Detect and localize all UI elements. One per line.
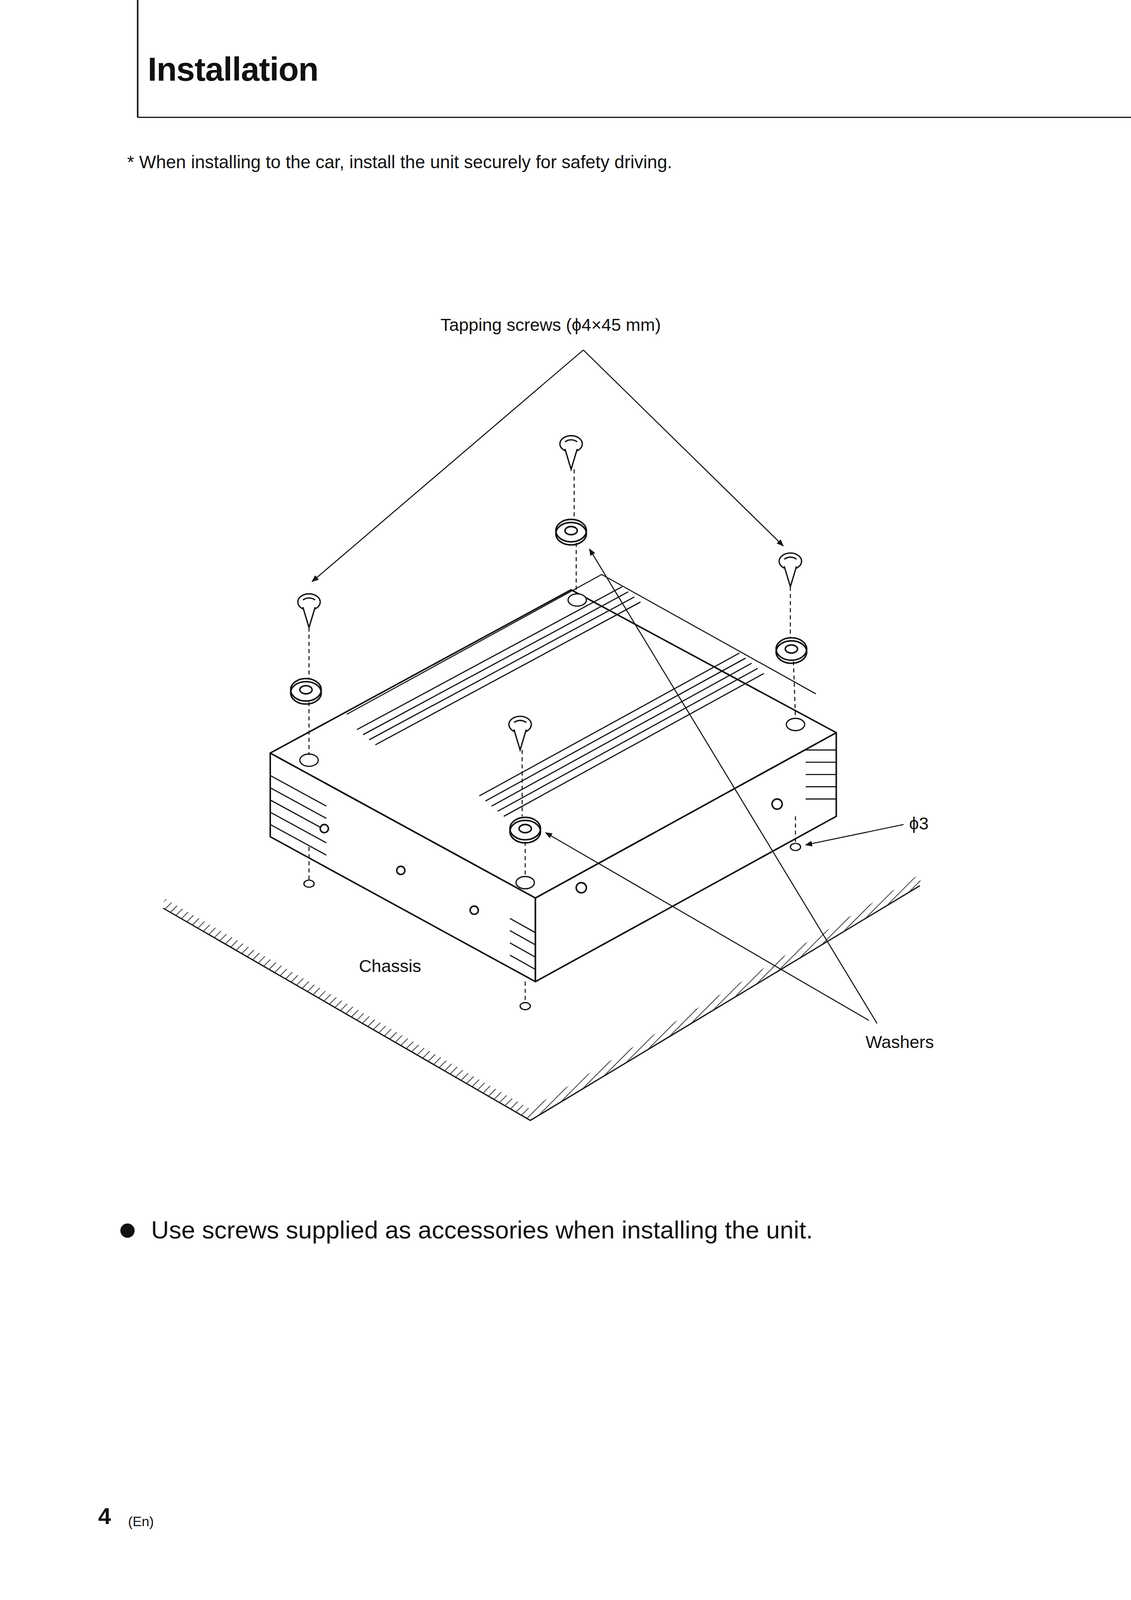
page-title: Installation	[147, 50, 319, 89]
language-code: (En)	[128, 1513, 154, 1530]
safety-note: * When installing to the car, install th…	[127, 151, 673, 173]
washer-label: Washers	[865, 1031, 934, 1053]
bullet-note: Use screws supplied as accessories when …	[151, 1215, 814, 1245]
hole-diameter: ϕ3	[909, 813, 929, 834]
screw-label: Tapping screws (ϕ4×45 mm)	[440, 314, 661, 336]
chassis-label: Chassis	[358, 956, 422, 977]
page-number: 4	[98, 1502, 111, 1529]
